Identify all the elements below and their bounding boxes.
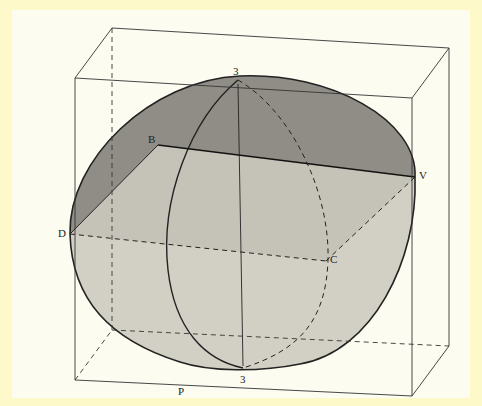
- cube-edge: [75, 78, 76, 380]
- cube-frame: [75, 28, 449, 396]
- point-label: B: [148, 134, 155, 145]
- axis-label: 3: [233, 66, 239, 77]
- point-label: D: [58, 228, 66, 239]
- ellipsoid-outline: [70, 76, 415, 370]
- equatorial-plane: [70, 145, 415, 261]
- meridian-back: [238, 80, 328, 368]
- cube-hidden-edge: [112, 330, 449, 346]
- vertical-axis: [238, 84, 243, 366]
- cube-edge: [412, 98, 413, 396]
- cube-hidden-edge: [112, 28, 113, 330]
- axis-d-c: [70, 234, 326, 261]
- axis-label: 3: [240, 374, 246, 385]
- meridian-front: [167, 80, 243, 368]
- cube-edge: [412, 346, 449, 396]
- axis-d-b: [70, 145, 158, 234]
- cube-edge: [449, 48, 450, 346]
- cube-hidden-edge: [75, 330, 112, 380]
- axis-c-v: [326, 177, 415, 261]
- ellipsoid-body: [70, 76, 415, 370]
- cube-top: [75, 28, 449, 98]
- cube-hidden-edges: [75, 28, 449, 380]
- axis-b-v: [158, 145, 415, 177]
- point-label: C: [330, 254, 337, 265]
- dimension-label: P: [178, 386, 184, 397]
- point-label: V: [419, 170, 427, 181]
- picture-ground: [12, 10, 470, 398]
